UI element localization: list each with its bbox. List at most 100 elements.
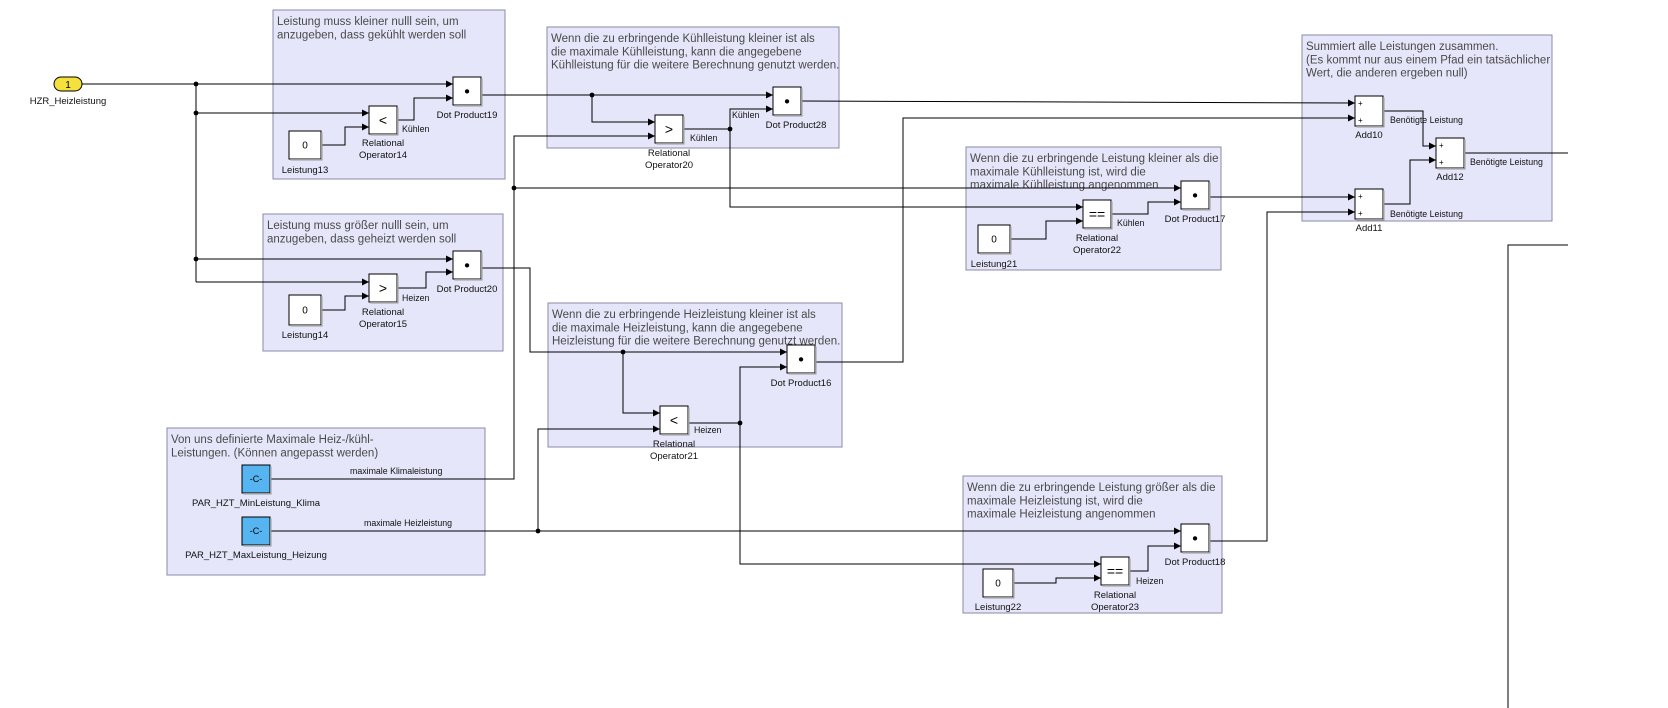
constant-par-hzt-minleistung-klima[interactable]: -C-PAR_HZT_MinLeistung_Klima <box>192 464 321 509</box>
block-label: Relational <box>362 138 404 149</box>
dot-product-18[interactable]: •Dot Product18 <box>1165 523 1226 568</box>
constant-par-hzt-maxleistung-heizung[interactable]: -C-PAR_HZT_MaxLeistung_Heizung <box>185 516 327 561</box>
area-summe: Summiert alle Leistungen zusammen.(Es ko… <box>1301 34 1553 222</box>
branch-point <box>620 349 626 355</box>
inport-label: HZR_Heizleistung <box>30 96 107 107</box>
block-label: Add11 <box>1356 223 1383 234</box>
block-symbol: • <box>784 94 790 111</box>
area-title-line: anzugeben, dass gekühlt werden soll <box>277 29 466 41</box>
branch-point <box>193 110 199 116</box>
wire-dot19-rel20 <box>591 95 655 126</box>
area-title-line: maximale Kühlleistung ist, wird die <box>970 166 1146 178</box>
area-title-line: Von uns definierte Maximale Heiz-/kühl- <box>171 434 374 446</box>
input-sign: + <box>1439 158 1444 167</box>
area-title-line: Heizleistung für die weitere Berechnung … <box>552 336 840 348</box>
branch-point <box>737 420 743 426</box>
block-symbol: > <box>379 280 387 296</box>
block-symbol: 0 <box>302 306 308 317</box>
block-symbol: • <box>1192 188 1198 205</box>
wire-dot28-add10 <box>800 99 1356 107</box>
area-title-line: Kühlleistung für die weitere Berechnung … <box>551 60 839 72</box>
wire-rel22-dot17 <box>1111 198 1181 215</box>
block-label: Relational <box>1094 590 1136 601</box>
sum-add12[interactable]: ++Add12 <box>1435 137 1466 183</box>
branch-point <box>193 256 199 262</box>
block-label: Dot Product19 <box>437 110 498 121</box>
block-label: Operator22 <box>1073 245 1121 256</box>
wire-rel15-dot20 <box>397 268 453 289</box>
branch-point <box>589 92 595 98</box>
signal-label-heizen: Heizen <box>402 293 429 303</box>
block-label: PAR_HZT_MaxLeistung_Heizung <box>185 550 327 561</box>
dot-product-19[interactable]: •Dot Product19 <box>437 76 498 121</box>
dot-product-28[interactable]: •Dot Product28 <box>766 86 827 131</box>
dot-product-17[interactable]: • Dot Product17 <box>1165 180 1226 225</box>
area-title-line: Wenn die zu erbringende Heizleistung kle… <box>552 309 816 321</box>
signal-label-kuehlen: Kühlen <box>690 133 717 143</box>
block-symbol: == <box>1089 206 1105 222</box>
input-sign: + <box>1358 116 1363 125</box>
area-kuehl-max: Wenn die zu erbringende Kühlleistung kle… <box>546 26 840 149</box>
inport-number: 1 <box>65 80 71 91</box>
block-symbol: < <box>379 112 387 128</box>
block-label: Operator21 <box>650 451 698 462</box>
area-title-line: Wenn die zu erbringende Kühlleistung kle… <box>551 33 815 45</box>
block-label: Dot Product16 <box>771 378 832 389</box>
area-title-line: maximale Heizleistung angenommen <box>967 509 1156 521</box>
input-sign: + <box>1358 99 1363 108</box>
wire-dot18-add11 <box>1209 208 1355 542</box>
wire-l13-rel14 <box>321 123 369 146</box>
block-label: Leistung14 <box>282 330 328 341</box>
wire-l21-rel22 <box>1010 217 1083 240</box>
block-label: Add10 <box>1355 130 1382 141</box>
area-title-line: Leistungen. (Können angepasst werden) <box>171 447 378 459</box>
wire-rel20-rel22 <box>729 129 1083 211</box>
block-label: Leistung21 <box>971 259 1017 270</box>
area-definiert: Von uns definierte Maximale Heiz-/kühl-L… <box>166 427 486 576</box>
dot-product-16[interactable]: • Dot Product16 <box>771 344 832 389</box>
sum-add11[interactable]: + + Add11 <box>1354 188 1385 234</box>
wire-dot20-rel21 <box>622 352 660 417</box>
input-sign: + <box>1358 192 1363 201</box>
block-label: Relational <box>362 307 404 318</box>
input-sign: + <box>1358 209 1363 218</box>
block-label: Relational <box>1076 233 1118 244</box>
area-title-line: die maximale Kühlleistung, kann die ange… <box>551 46 802 58</box>
block-label: Leistung22 <box>975 602 1021 613</box>
block-symbol: 0 <box>995 579 1001 590</box>
block-symbol: • <box>798 352 804 369</box>
block-label: Operator14 <box>359 150 407 161</box>
signal-label-heizen: Heizen <box>694 425 721 435</box>
area-title-line: Wert, die anderen ergeben null) <box>1306 68 1468 80</box>
wire-rel14-dot19 <box>397 94 453 121</box>
sum-add10[interactable]: + + Add10 <box>1354 95 1385 141</box>
block-label: Dot Product20 <box>437 284 498 295</box>
branch-point <box>193 81 199 87</box>
block-symbol: -C- <box>250 474 263 484</box>
area-title-line: Wenn die zu erbringende Leistung kleiner… <box>970 153 1218 165</box>
block-symbol: > <box>665 121 673 137</box>
signal-label-benoetigt: Benötigte Leistung <box>1470 157 1543 167</box>
block-label: Operator20 <box>645 160 693 171</box>
dot-product-20[interactable]: • Dot Product20 <box>437 250 498 295</box>
block-label: Dot Product17 <box>1165 214 1226 225</box>
area-title-line: Wenn die zu erbringende Leistung größer … <box>967 482 1215 494</box>
block-symbol: == <box>1107 563 1123 579</box>
branch-point <box>727 126 733 132</box>
area-title-line: (Es kommt nur aus einem Pfad ein tatsäch… <box>1306 54 1550 66</box>
wire-rel20-dot28 <box>683 105 773 130</box>
area-title-line: Leistung muss kleiner nulll sein, um <box>277 16 459 28</box>
block-symbol: • <box>464 258 470 275</box>
area-title-line: die maximale Heizleistung, kann die ange… <box>552 322 803 334</box>
